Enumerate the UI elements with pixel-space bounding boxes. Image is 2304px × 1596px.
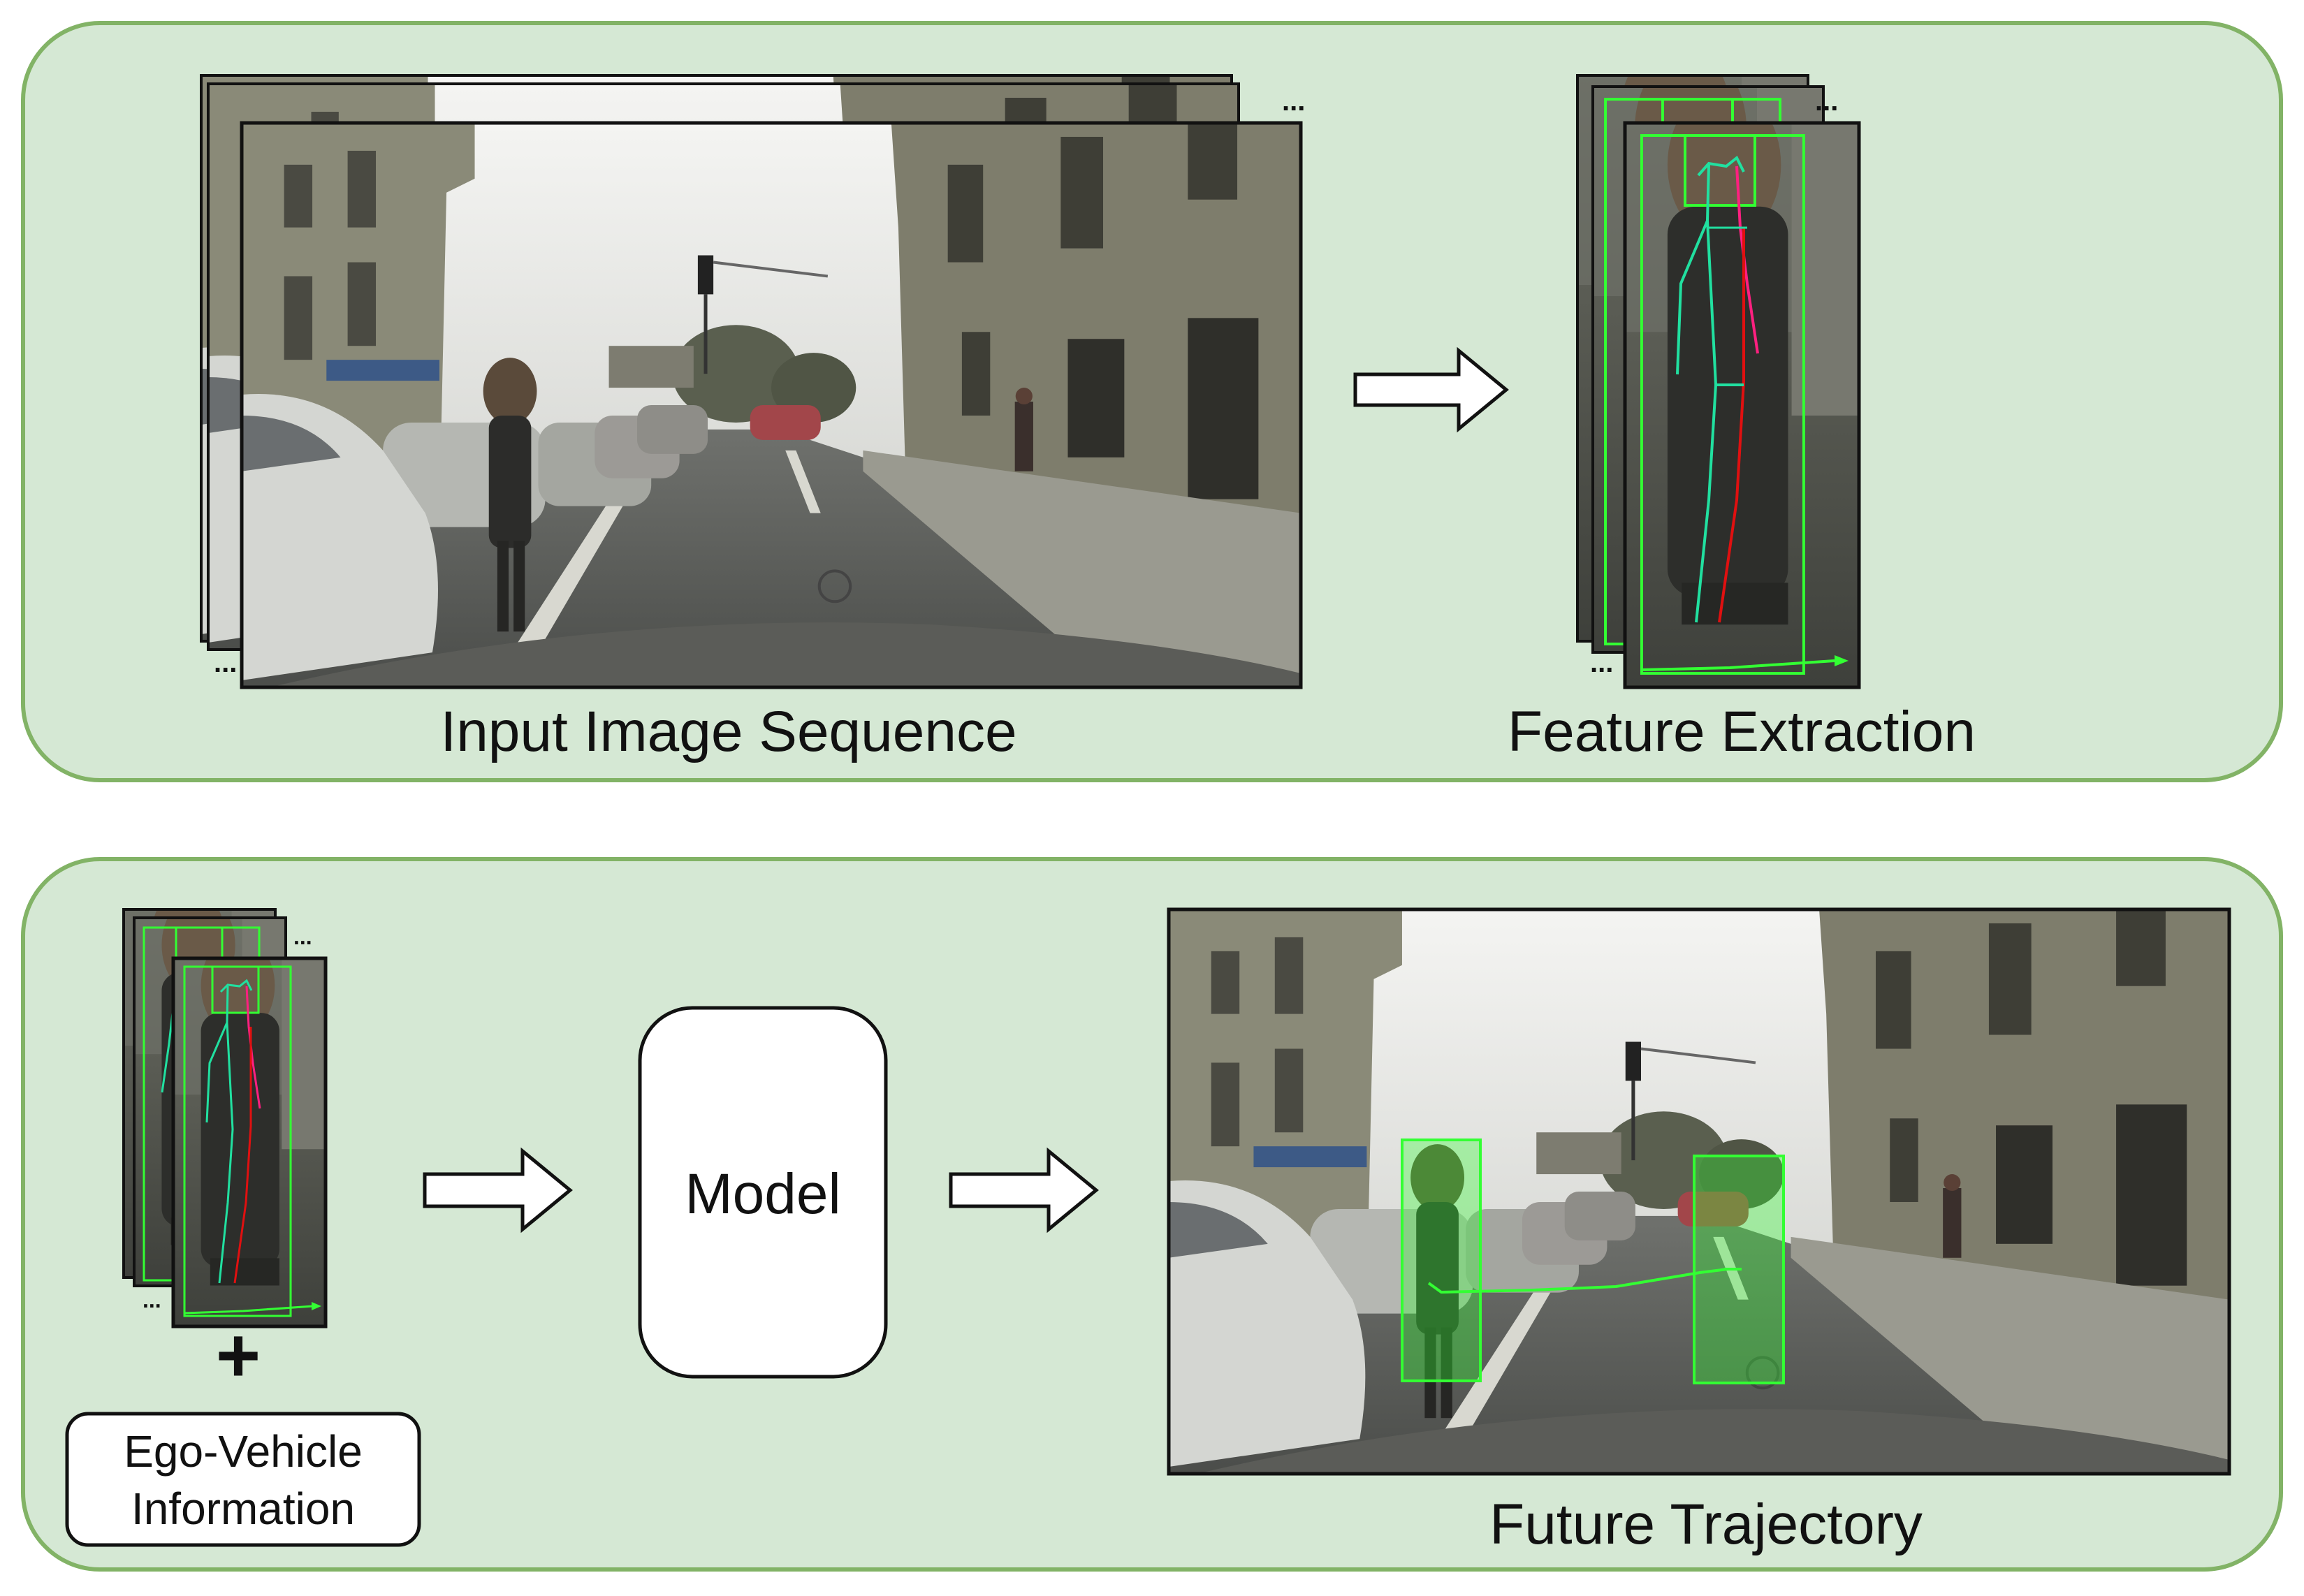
feature-extraction-label: Feature Extraction — [1508, 700, 1976, 763]
input-image-stack: ... ... — [200, 74, 1305, 689]
small-feature-frame — [171, 956, 328, 1328]
feature-stack: ... ... — [1576, 74, 1861, 689]
stack-ellipsis: ... — [293, 924, 312, 949]
stack-ellipsis: ... — [143, 1287, 161, 1312]
model-box: Model — [638, 1006, 888, 1379]
trajectory-line — [1427, 1268, 1728, 1294]
ego-vehicle-line1: Ego-Vehicle — [124, 1426, 363, 1477]
current-pedestrian-box — [1401, 1139, 1482, 1382]
future-trajectory-frame — [1167, 907, 2231, 1476]
stack-ellipsis: ... — [214, 647, 237, 678]
plus-icon: + — [216, 1312, 261, 1398]
input-frame — [240, 121, 1303, 689]
ego-vehicle-box: Ego-Vehicle Information — [65, 1412, 421, 1547]
right-arrow-icon — [1353, 346, 1509, 433]
stack-ellipsis: ... — [1590, 647, 1613, 678]
model-label: Model — [685, 1162, 840, 1226]
input-sequence-label: Input Image Sequence — [440, 700, 1016, 763]
right-arrow-icon — [423, 1147, 573, 1233]
ego-vehicle-line2: Information — [131, 1484, 355, 1534]
small-feature-stack: ... ... — [122, 908, 328, 1328]
right-arrow-icon — [949, 1147, 1099, 1233]
stack-ellipsis: ... — [1282, 86, 1305, 117]
future-trajectory-label: Future Trajectory — [1489, 1493, 1923, 1556]
stack-ellipsis: ... — [1815, 86, 1838, 117]
feature-frame — [1623, 121, 1861, 689]
